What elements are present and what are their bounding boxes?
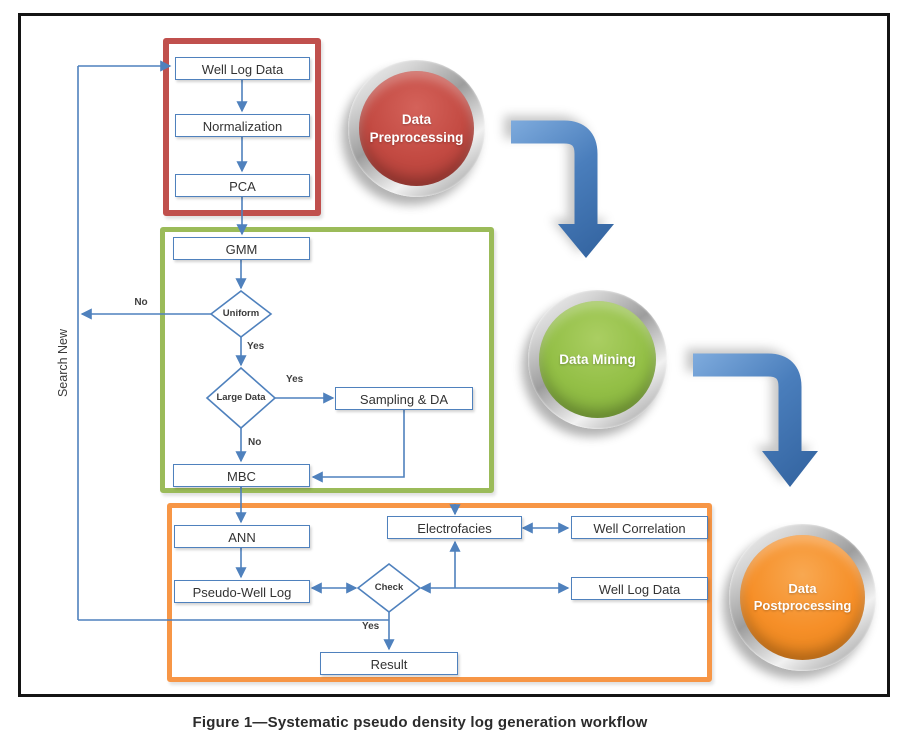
edge-label-uniform-no: No: [134, 297, 148, 308]
node-pseudo-well-log: Pseudo-Well Log: [174, 580, 310, 603]
diamond-uniform: [209, 289, 273, 339]
edge-sampling-mbc: [311, 410, 405, 483]
diamond-large-data: [205, 366, 277, 430]
diamond-check: [356, 562, 422, 614]
edge-label-large-data-no: No: [248, 437, 262, 448]
node-ann: ANN: [174, 525, 310, 548]
diamond-label-large-data: Large Data: [216, 392, 266, 403]
badge-label-preprocessing: Data Preprocessing: [369, 111, 464, 145]
curved-arrow-head: [762, 451, 818, 487]
node-gmm: GMM: [173, 237, 310, 260]
edge-label-check-yes: Yes: [362, 621, 380, 632]
group-data-postprocessing: [167, 503, 712, 682]
node-result: Result: [320, 652, 458, 675]
figure-caption: Figure 1—Systematic pseudo density log g…: [192, 714, 648, 731]
curved-arrow-head: [558, 224, 614, 258]
badge-label-mining: Data Mining: [559, 351, 636, 367]
node-pca: PCA: [175, 174, 310, 197]
node-electrofacies: Electrofacies: [387, 516, 522, 539]
badge-face-orange: Data Postprocessing: [740, 535, 865, 660]
curved-arrow-shaft: [511, 120, 598, 226]
edge-label-uniform-yes: Yes: [247, 341, 265, 352]
diamond-label-check: Check: [374, 582, 404, 593]
edge-label-large-data-yes: Yes: [286, 374, 304, 385]
badge-data-preprocessing: Data Preprocessing: [348, 60, 485, 197]
edge-label-search-new: Search New: [56, 328, 70, 398]
node-well-log-data-post: Well Log Data: [571, 577, 708, 600]
curved-arrow-preprocessing-to-mining: [511, 120, 614, 258]
curved-arrow-shaft: [693, 353, 802, 453]
node-well-log-data: Well Log Data: [175, 57, 310, 80]
node-mbc: MBC: [173, 464, 310, 487]
badge-face-red: Data Preprocessing: [359, 71, 474, 186]
node-normalization: Normalization: [175, 114, 310, 137]
node-well-correlation: Well Correlation: [571, 516, 708, 539]
group-data-mining: [160, 227, 494, 493]
badge-data-postprocessing: Data Postprocessing: [729, 524, 876, 671]
badge-label-postprocessing: Data Postprocessing: [753, 580, 852, 613]
node-sampling-da: Sampling & DA: [335, 387, 473, 410]
badge-data-mining: Data Mining: [528, 290, 667, 429]
diamond-label-uniform: Uniform: [222, 308, 260, 319]
curved-arrow-mining-to-postprocessing: [693, 353, 818, 487]
badge-face-green: Data Mining: [539, 301, 656, 418]
